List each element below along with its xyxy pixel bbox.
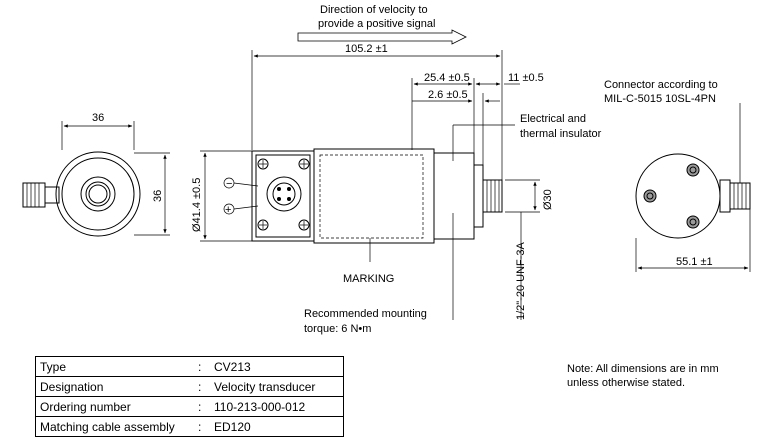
spec-separator: :: [194, 416, 210, 437]
dimension-note: Note: All dimensions are in mm unless ot…: [567, 362, 719, 390]
note-line1: Note: All dimensions are in mm: [567, 363, 719, 375]
body-diameter-label: Ø41.4 ±0.5: [191, 178, 203, 232]
spec-value: 110-213-000-012: [210, 396, 344, 417]
spec-table: Type : CV213 Designation : Velocity tran…: [35, 356, 344, 437]
spec-key: Matching cable assembly: [35, 416, 194, 437]
table-row: Ordering number : 110-213-000-012: [35, 396, 344, 417]
spec-separator: :: [194, 356, 210, 377]
side-width-label: 36: [92, 112, 104, 124]
overall-length-label: 105.2 ±1: [345, 43, 388, 55]
insulator-label-line1: Electrical and: [520, 113, 586, 125]
minus-symbol: −: [226, 178, 232, 190]
table-row: Designation : Velocity transducer: [35, 376, 344, 397]
dim-25-4-label: 25.4 ±0.5: [424, 72, 470, 84]
direction-arrow: [297, 29, 467, 45]
connector-label-line1: Connector according to: [604, 79, 718, 91]
front-view: [22, 121, 170, 237]
spec-separator: :: [194, 396, 210, 417]
spec-value: ED120: [210, 416, 344, 437]
marking-label: MARKING: [343, 273, 394, 285]
thread-diameter-label: Ø30: [542, 189, 554, 210]
side-height-label: 36: [152, 190, 164, 202]
screw-icon: [257, 219, 269, 231]
spec-key: Designation: [35, 376, 194, 397]
direction-label-line1: Direction of velocity to: [320, 4, 428, 16]
screw-icon: [298, 219, 310, 231]
table-row: Type : CV213: [35, 356, 344, 377]
thread-spec-label: 1/2"-20 UNF-3A: [515, 241, 527, 320]
spec-key: Type: [35, 356, 194, 377]
dim-2-6-label: 2.6 ±0.5: [428, 89, 468, 101]
direction-label-line2: provide a positive signal: [318, 18, 435, 30]
rear-view: [635, 103, 751, 272]
spec-separator: :: [194, 376, 210, 397]
insulator-label-line2: thermal insulator: [520, 128, 602, 140]
torque-label-line2: torque: 6 N•m: [304, 323, 371, 335]
screw-icon: [257, 158, 269, 170]
rear-width-label: 55.1 ±1: [676, 256, 713, 268]
spec-value: Velocity transducer: [210, 376, 344, 397]
plus-symbol: +: [225, 204, 231, 216]
torque-label-line1: Recommended mounting: [304, 308, 427, 320]
connector-label-line2: MIL-C-5015 10SL-4PN: [604, 93, 716, 105]
spec-key: Ordering number: [35, 396, 194, 417]
overall-length-dimension: [251, 50, 503, 185]
note-line2: unless otherwise stated.: [567, 377, 686, 389]
spec-value: CV213: [210, 356, 344, 377]
table-row: Matching cable assembly : ED120: [35, 416, 344, 437]
side-view: [200, 124, 540, 320]
screw-icon: [298, 158, 310, 170]
dim-11-label: 11 ±0.5: [508, 72, 544, 84]
